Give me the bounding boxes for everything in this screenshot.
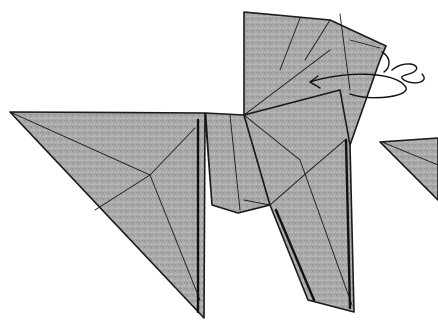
back-leg-flap — [10, 112, 205, 318]
next-step-fragment — [380, 138, 438, 200]
fold-arrow-icon — [382, 52, 389, 72]
